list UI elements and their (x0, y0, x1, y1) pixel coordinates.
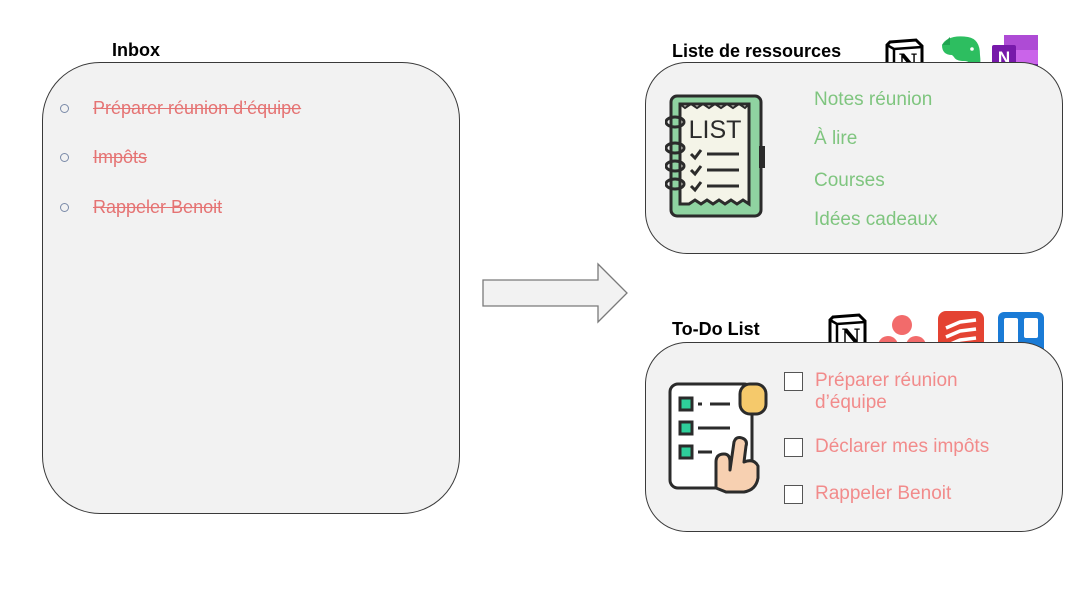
inbox-item-label: Rappeler Benoit (93, 197, 223, 217)
todo-item[interactable]: Déclarer mes impôts (784, 436, 1005, 458)
resource-item[interactable]: Idées cadeaux (814, 209, 938, 230)
inbox-item[interactable]: Rappeler Benoit (60, 197, 222, 218)
todo-checkbox[interactable] (784, 372, 803, 391)
todo-item-label: Rappeler Benoit (815, 483, 952, 504)
inbox-item-label: Préparer réunion d’équipe (93, 98, 302, 118)
inbox-item-label: Impôts (93, 147, 148, 167)
todo-item[interactable]: Préparer réunion d’équipe (784, 370, 1005, 414)
resource-item[interactable]: Courses (814, 170, 885, 191)
todo-checkbox[interactable] (784, 438, 803, 457)
bullet-icon (60, 203, 69, 212)
todo-item[interactable]: Rappeler Benoit (784, 483, 1005, 505)
bullet-icon (60, 153, 69, 162)
list-notebook-icon: LIST (665, 94, 765, 218)
todo-checkbox[interactable] (784, 485, 803, 504)
todo-title: To-Do List (672, 319, 760, 339)
inbox-item[interactable]: Impôts (60, 147, 147, 168)
resources-title: Liste de ressources (672, 41, 842, 61)
bullet-icon (60, 104, 69, 113)
right-arrow-icon (482, 262, 628, 324)
inbox-panel (42, 62, 460, 514)
checklist-hand-icon (668, 382, 768, 494)
resource-item[interactable]: Notes réunion (814, 89, 933, 110)
svg-text:LIST: LIST (689, 116, 742, 144)
todo-item-label: Préparer réunion d’équipe (815, 370, 958, 413)
resource-item[interactable]: À lire (814, 128, 858, 149)
inbox-title: Inbox (112, 40, 160, 60)
todo-item-label: Déclarer mes impôts (815, 436, 990, 457)
inbox-item[interactable]: Préparer réunion d’équipe (60, 98, 301, 119)
